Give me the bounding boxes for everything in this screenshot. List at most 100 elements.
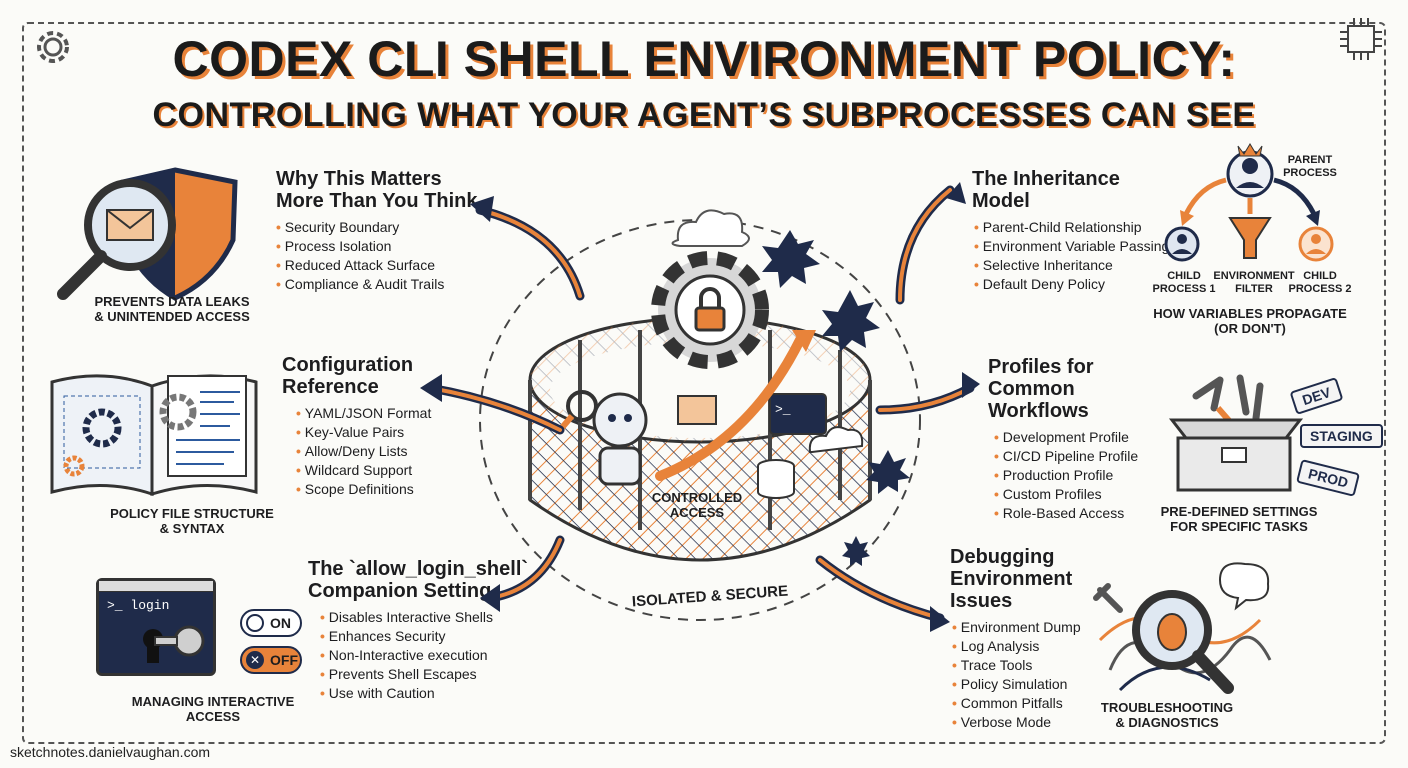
child2-label: CHILD PROCESS 2 <box>1288 270 1352 296</box>
filter-line1: ENVIRONMENT <box>1213 270 1295 282</box>
login-caption: MANAGING INTERACTIVE ACCESS <box>118 694 308 724</box>
list-item: Key-Value Pairs <box>296 423 482 442</box>
debug-title-line3: Issues <box>950 590 1013 612</box>
login-caption-line1: MANAGING INTERACTIVE <box>131 694 295 709</box>
config-title: Configuration Reference <box>282 354 482 398</box>
config-section: Configuration Reference YAML/JSON Format… <box>282 354 482 499</box>
filter-line2: FILTER <box>1235 283 1273 295</box>
child1-line2: PROCESS 1 <box>1152 283 1216 295</box>
list-item: Disables Interactive Shells <box>320 608 538 627</box>
list-item: Use with Caution <box>320 684 538 703</box>
child2-line2: PROCESS 2 <box>1288 283 1352 295</box>
list-item: Custom Profiles <box>994 485 1178 504</box>
debug-list: Environment Dump Log Analysis Trace Tool… <box>952 618 1100 732</box>
toggle-off-label: OFF <box>270 652 298 668</box>
parent-line1: PARENT <box>1287 154 1333 166</box>
page-title: CODEX CLI SHELL ENVIRONMENT POLICY: <box>172 31 1236 87</box>
inherit-caption-line2: (OR DON'T) <box>1214 321 1286 336</box>
debug-title: Debugging Environment Issues <box>950 546 1100 612</box>
list-item: Trace Tools <box>952 656 1100 675</box>
toggle-knob <box>246 614 264 632</box>
list-item: Non-Interactive execution <box>320 646 538 665</box>
config-caption-line1: POLICY FILE STRUCTURE <box>110 506 274 521</box>
list-item: Policy Simulation <box>952 675 1100 694</box>
profiles-caption-line1: PRE-DEFINED SETTINGS <box>1160 504 1318 519</box>
profiles-caption: PRE-DEFINED SETTINGS FOR SPECIFIC TASKS <box>1144 504 1334 534</box>
why-caption-line2: & UNINTENDED ACCESS <box>94 309 250 324</box>
controlled-access-label: CONTROLLED ACCESS <box>642 490 752 520</box>
terminal-titlebar <box>99 581 213 592</box>
profiles-section: Profiles for Common Workflows Developmen… <box>988 356 1178 523</box>
list-item: Enhances Security <box>320 627 538 646</box>
list-item: Verbose Mode <box>952 713 1100 732</box>
list-item: Reduced Attack Surface <box>276 256 496 275</box>
profiles-title-line1: Profiles for <box>988 356 1094 378</box>
list-item: Environment Dump <box>952 618 1100 637</box>
inherit-title-line1: The Inheritance <box>972 168 1120 190</box>
inherit-caption: HOW VARIABLES PROPAGATE (OR DON'T) <box>1150 306 1350 336</box>
inherit-title-line2: Model <box>972 190 1030 212</box>
login-title-line1: The `allow_login_shell` <box>308 558 529 580</box>
config-title-line2: Reference <box>282 376 379 398</box>
config-title-line1: Configuration <box>282 354 414 376</box>
child2-line1: CHILD <box>1303 270 1337 282</box>
child1-line1: CHILD <box>1167 270 1201 282</box>
list-item: Security Boundary <box>276 218 496 237</box>
controlled-access-line2: ACCESS <box>669 505 725 520</box>
why-list: Security Boundary Process Isolation Redu… <box>276 218 496 294</box>
login-section: The `allow_login_shell` Companion Settin… <box>308 558 538 703</box>
toggle-on-label: ON <box>270 615 291 631</box>
page-subtitle: CONTROLLING WHAT YOUR AGENT’S SUBPROCESS… <box>152 96 1256 134</box>
why-title: Why This Matters More Than You Think <box>276 168 496 212</box>
key-icon <box>143 625 205 663</box>
list-item: Log Analysis <box>952 637 1100 656</box>
debug-caption-line2: & DIAGNOSTICS <box>1115 715 1219 730</box>
list-item: YAML/JSON Format <box>296 404 482 423</box>
why-section: Why This Matters More Than You Think Sec… <box>276 168 496 294</box>
filter-label: ENVIRONMENT FILTER <box>1206 270 1302 296</box>
profiles-list: Development Profile CI/CD Pipeline Profi… <box>994 428 1178 523</box>
debug-section: Debugging Environment Issues Environment… <box>950 546 1100 732</box>
list-item: Allow/Deny Lists <box>296 442 482 461</box>
list-item: Prevents Shell Escapes <box>320 665 538 684</box>
close-icon: ✕ <box>246 651 264 669</box>
profiles-title: Profiles for Common Workflows <box>988 356 1178 422</box>
dashed-border <box>22 22 1386 744</box>
inherit-title: The Inheritance Model <box>972 168 1172 212</box>
list-item: Development Profile <box>994 428 1178 447</box>
tag-staging: STAGING <box>1300 424 1383 448</box>
list-item: Common Pitfalls <box>952 694 1100 713</box>
why-caption: PREVENTS DATA LEAKS & UNINTENDED ACCESS <box>72 294 272 324</box>
list-item: Selective Inheritance <box>974 256 1172 275</box>
inherit-list: Parent-Child Relationship Environment Va… <box>974 218 1172 294</box>
magnifier-shield-icon <box>57 167 238 301</box>
config-caption-line2: & SYNTAX <box>159 521 225 536</box>
profiles-caption-line2: FOR SPECIFIC TASKS <box>1170 519 1308 534</box>
inherit-caption-line1: HOW VARIABLES PROPAGATE <box>1153 306 1347 321</box>
parent-line2: PROCESS <box>1283 167 1337 179</box>
debug-title-line2: Environment <box>950 568 1073 590</box>
toggle-on[interactable]: ON <box>240 609 302 637</box>
gear-icon <box>37 31 69 63</box>
why-caption-line1: PREVENTS DATA LEAKS <box>94 294 250 309</box>
child1-label: CHILD PROCESS 1 <box>1152 270 1216 296</box>
why-title-line1: Why This Matters <box>276 168 442 190</box>
list-item: Environment Variable Passing <box>974 237 1172 256</box>
list-item: Production Profile <box>994 466 1178 485</box>
login-caption-line2: ACCESS <box>185 709 241 724</box>
toggle-off[interactable]: ✕ OFF <box>240 646 302 674</box>
list-item: Default Deny Policy <box>974 275 1172 294</box>
config-caption: POLICY FILE STRUCTURE & SYNTAX <box>92 506 292 536</box>
parent-process-label: PARENT PROCESS <box>1270 154 1350 180</box>
list-item: Parent-Child Relationship <box>974 218 1172 237</box>
profiles-title-line2: Common Workflows <box>988 378 1089 422</box>
login-title-line2: Companion Setting <box>308 580 492 602</box>
list-item: Process Isolation <box>276 237 496 256</box>
list-item: Scope Definitions <box>296 480 482 499</box>
inherit-section: The Inheritance Model Parent-Child Relat… <box>972 168 1172 294</box>
why-title-line2: More Than You Think <box>276 190 478 212</box>
chip-icon <box>1340 18 1382 60</box>
bug-magnifier-icon <box>1093 562 1272 694</box>
footer-url[interactable]: sketchnotes.danielvaughan.com <box>10 744 211 760</box>
